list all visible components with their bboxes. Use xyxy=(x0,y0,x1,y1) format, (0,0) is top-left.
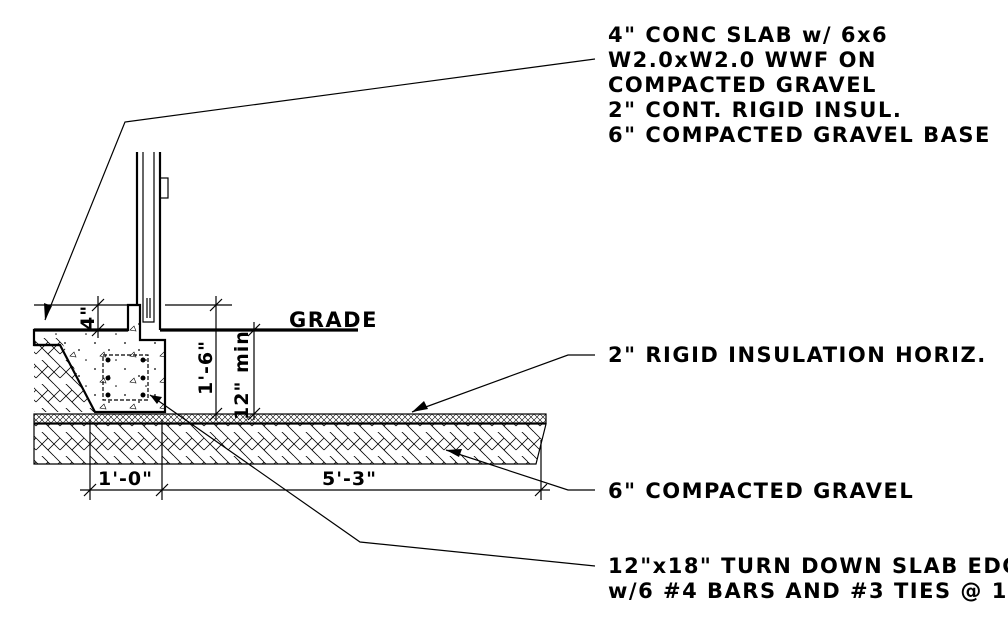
wall-assembly xyxy=(135,152,169,330)
note-compacted-gravel: 6" COMPACTED GRAVEL xyxy=(608,479,914,503)
note-slab-line-3: COMPACTED GRAVEL xyxy=(608,73,877,97)
soil-left xyxy=(34,338,95,412)
rigid-insulation-horizontal xyxy=(33,413,547,424)
rebar-cage xyxy=(102,354,149,401)
note-slab-line-1: 4" CONC SLAB w/ 6x6 xyxy=(608,23,888,47)
note-slab-line-2: W2.0xW2.0 WWF ON xyxy=(608,48,877,72)
slab-thickness-label: 4" xyxy=(77,305,99,330)
note-slab-line-5: 6" COMPACTED GRAVEL BASE xyxy=(608,123,991,147)
note-rigid-insulation: 2" RIGID INSULATION HORIZ. xyxy=(608,343,987,367)
leader-slab xyxy=(44,58,596,321)
depth-dimension xyxy=(165,296,232,421)
rebar-bars xyxy=(105,357,146,398)
grade-label: GRADE xyxy=(289,308,378,332)
depth-label: 1'-6" xyxy=(195,340,217,395)
width-2-label: 5'-3" xyxy=(322,468,377,490)
note-turn-down: 12"x18" TURN DOWN SLAB EDGE w/6 #4 BARS … xyxy=(608,554,1008,603)
slab-thickness-dimension xyxy=(34,296,128,338)
leader-turn-down xyxy=(149,394,596,567)
width-1-label: 1'-0" xyxy=(98,468,153,490)
leader-rigid-insulation xyxy=(411,354,595,413)
note-turn-down-line-1: 12"x18" TURN DOWN SLAB EDGE xyxy=(608,554,1008,578)
note-turn-down-line-2: w/6 #4 BARS AND #3 TIES @ 18"o.c. xyxy=(608,579,1008,603)
soil-right xyxy=(165,332,360,412)
note-slab-line-4: 2" CONT. RIGID INSUL. xyxy=(608,98,902,122)
leader-compacted-gravel xyxy=(445,449,595,491)
min-depth-dimension xyxy=(247,322,261,421)
min-depth-label: 12" min xyxy=(231,330,253,420)
width-dimension xyxy=(80,420,550,500)
note-slab: 4" CONC SLAB w/ 6x6 W2.0xW2.0 WWF ON COM… xyxy=(608,23,991,147)
